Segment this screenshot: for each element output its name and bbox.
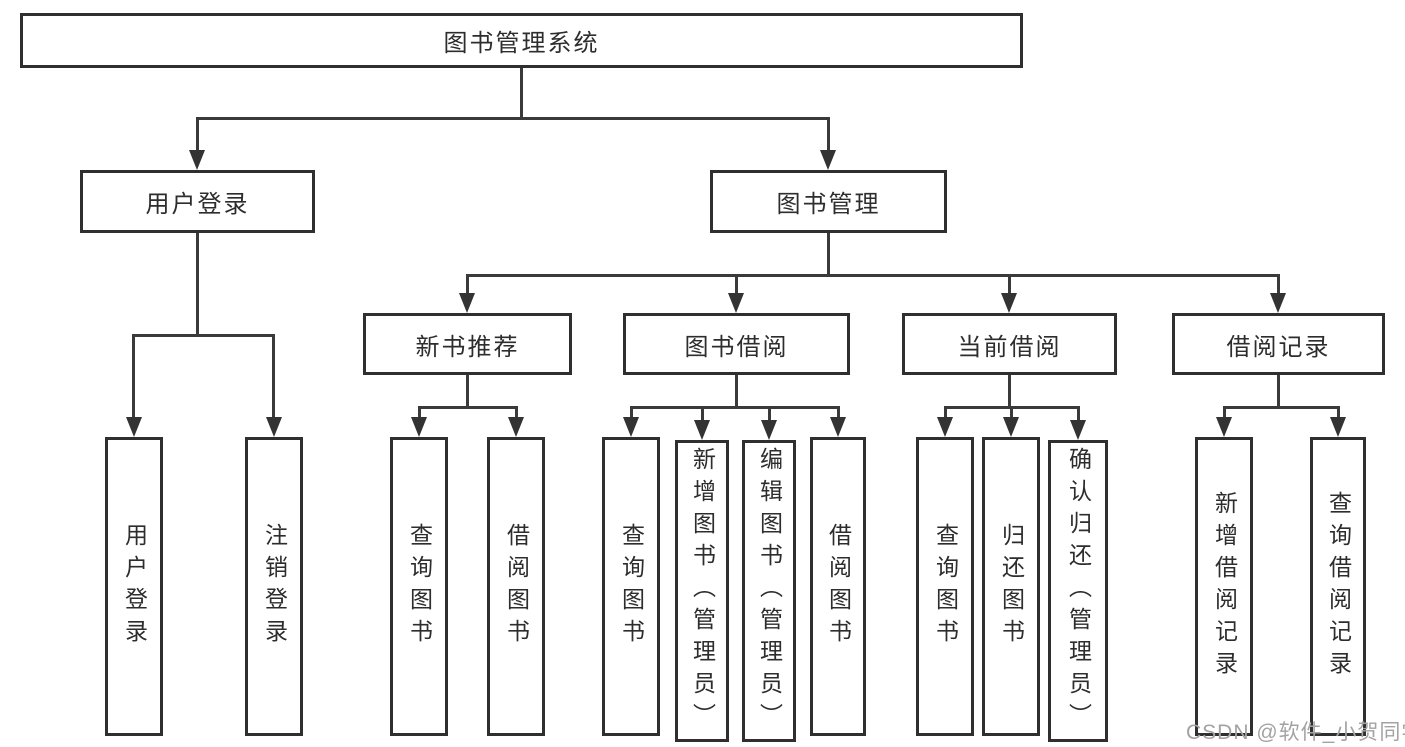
arrow-down-icon <box>189 150 205 170</box>
connector-level1-rail <box>196 117 830 120</box>
leaf-add-books-admin-label: 新增图书（管理员） <box>689 447 716 735</box>
arrow-down-icon <box>830 417 846 437</box>
connector-drop <box>944 406 947 422</box>
node-root-library-system: 图书管理系统 <box>20 13 1023 68</box>
arrow-down-icon <box>266 417 282 437</box>
node-root-label: 图书管理系统 <box>443 30 600 57</box>
node-new-book-recommend-label: 新书推荐 <box>415 333 520 361</box>
connector-drop <box>272 334 275 422</box>
node-book-management-branch: 图书管理 <box>710 170 947 233</box>
node-user-login-branch: 用户登录 <box>80 170 315 233</box>
leaf-logout: 注销登录 <box>245 437 303 736</box>
leaf-query-books-borrow-label: 查询图书 <box>618 522 645 651</box>
connector-drop <box>1077 406 1080 422</box>
connector-drop <box>1337 406 1340 422</box>
connector-level3-rail <box>466 274 1280 277</box>
connector-drop <box>768 406 771 422</box>
leaf-edit-books-admin-label: 编辑图书（管理员） <box>756 447 783 735</box>
leaf-borrow-books: 借阅图书 <box>810 437 866 736</box>
arrow-down-icon <box>1270 293 1286 313</box>
csdn-watermark: CSDN @软件_小贺同学 <box>1186 721 1405 744</box>
arrow-down-icon <box>761 420 777 440</box>
connector-borrow-stem <box>735 375 738 409</box>
arrow-down-icon <box>820 150 836 170</box>
connector-book-mgmt-stem <box>827 233 830 277</box>
leaf-user-login: 用户登录 <box>105 437 163 736</box>
leaf-query-books-borrow: 查询图书 <box>602 437 660 736</box>
arrow-down-icon <box>1001 293 1017 313</box>
arrow-down-icon <box>508 417 524 437</box>
connector-drop <box>132 334 135 422</box>
connector-drop <box>630 406 633 422</box>
arrow-down-icon <box>1330 417 1346 437</box>
node-current-borrow: 当前借阅 <box>902 313 1117 375</box>
connector-current-stem <box>1008 375 1011 409</box>
connector-user-login-stem <box>196 233 199 337</box>
leaf-return-books-label: 归还图书 <box>998 522 1025 651</box>
arrow-down-icon <box>694 420 710 440</box>
leaf-confirm-return-admin-label: 确认归还（管理员） <box>1065 447 1092 735</box>
node-user-login-branch-label: 用户登录 <box>145 191 250 218</box>
arrow-down-icon <box>411 417 427 437</box>
leaf-query-books-recommend-label: 查询图书 <box>406 522 433 651</box>
connector-root-stem <box>520 68 523 120</box>
leaf-confirm-return-admin: 确认归还（管理员） <box>1048 440 1108 742</box>
node-book-management-branch-label: 图书管理 <box>776 191 881 218</box>
node-current-borrow-label: 当前借阅 <box>957 333 1062 361</box>
arrow-down-icon <box>459 293 475 313</box>
arrow-down-icon <box>623 417 639 437</box>
arrow-down-icon <box>1216 417 1232 437</box>
connector-records-rail <box>1223 406 1340 409</box>
connector-records-stem <box>1277 375 1280 409</box>
node-book-borrow: 图书借阅 <box>623 313 850 375</box>
connector-drop <box>1223 406 1226 422</box>
leaf-return-books: 归还图书 <box>982 437 1040 736</box>
connector-recommend-rail <box>418 406 518 409</box>
connector-drop <box>837 406 840 422</box>
leaf-add-borrow-record-label: 新增借阅记录 <box>1211 490 1238 683</box>
leaf-user-login-label: 用户登录 <box>121 522 148 651</box>
connector-drop <box>466 274 469 298</box>
arrow-down-icon <box>728 293 744 313</box>
connector-drop <box>1010 406 1013 422</box>
connector-user-login-rail <box>132 334 275 337</box>
node-borrow-records-label: 借阅记录 <box>1226 333 1331 361</box>
connector-drop <box>735 274 738 298</box>
leaf-borrow-books-recommend: 借阅图书 <box>487 437 545 736</box>
connector-drop <box>827 117 830 155</box>
node-new-book-recommend: 新书推荐 <box>363 313 572 375</box>
leaf-add-borrow-record: 新增借阅记录 <box>1195 437 1253 736</box>
connector-drop <box>196 117 199 155</box>
node-book-borrow-label: 图书借阅 <box>684 333 789 361</box>
arrow-down-icon <box>126 417 142 437</box>
leaf-query-borrow-record: 查询借阅记录 <box>1310 437 1366 736</box>
leaf-edit-books-admin: 编辑图书（管理员） <box>742 440 796 742</box>
connector-recommend-stem <box>466 375 469 409</box>
node-borrow-records: 借阅记录 <box>1172 313 1385 375</box>
connector-drop <box>1008 274 1011 298</box>
connector-drop <box>515 406 518 422</box>
leaf-borrow-books-recommend-label: 借阅图书 <box>503 522 530 651</box>
connector-drop <box>701 406 704 422</box>
leaf-borrow-books-label: 借阅图书 <box>825 522 852 651</box>
leaf-query-books-current: 查询图书 <box>916 437 974 736</box>
arrow-down-icon <box>937 417 953 437</box>
connector-drop <box>1277 274 1280 298</box>
connector-borrow-rail <box>630 406 840 409</box>
arrow-down-icon <box>1070 420 1086 440</box>
arrow-down-icon <box>1003 417 1019 437</box>
leaf-logout-label: 注销登录 <box>261 522 288 651</box>
leaf-query-books-current-label: 查询图书 <box>932 522 959 651</box>
leaf-query-borrow-record-label: 查询借阅记录 <box>1325 490 1352 683</box>
connector-drop <box>418 406 421 422</box>
leaf-add-books-admin: 新增图书（管理员） <box>675 440 729 742</box>
leaf-query-books-recommend: 查询图书 <box>390 437 448 736</box>
